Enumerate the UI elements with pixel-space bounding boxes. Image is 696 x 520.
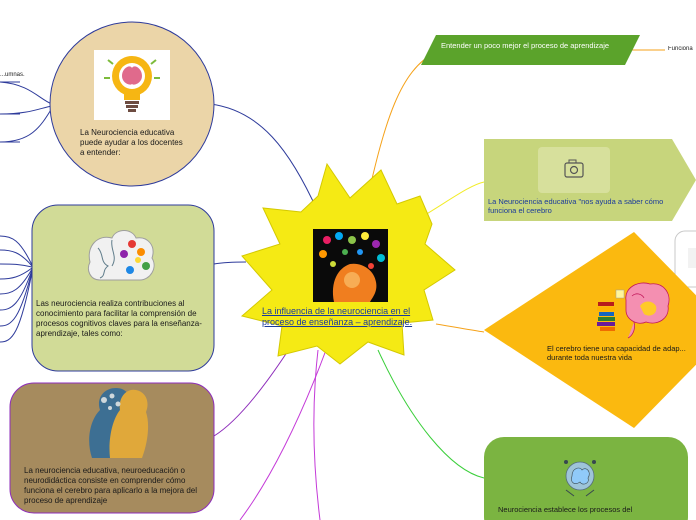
brain-books-icon — [597, 282, 670, 339]
connector-node2-child5 — [0, 268, 33, 295]
brain-tools-icon — [564, 460, 596, 497]
connector-node1-child1 — [0, 81, 53, 105]
connector-central-right3 — [435, 323, 485, 333]
edge-label-umnas: ...umnas. — [0, 72, 25, 78]
white-box-inner — [688, 248, 696, 268]
node-capacidad-cerebro[interactable] — [484, 232, 696, 428]
node-neuroeducacion-text: La neurociencia educativa, neuroeducació… — [24, 466, 197, 505]
connector-node2-child3 — [0, 263, 33, 268]
connector-node2-child2 — [0, 249, 33, 267]
connector-central-bottom2 — [313, 349, 321, 520]
connector-node1-child3 — [0, 107, 53, 143]
node-procesos-text: Neurociencia establece los procesos del — [498, 505, 633, 514]
node-funciona-text: La Neurociencia educativa "nos ayuda a s… — [488, 197, 664, 215]
node-white-box[interactable] — [674, 230, 696, 288]
connector-node2-child6 — [0, 269, 33, 311]
central-title: La influencia de la neurociencia en el p… — [262, 306, 413, 327]
node-entender-proceso[interactable] — [421, 35, 640, 65]
two-heads-icon — [89, 388, 149, 458]
node-docentes-text: La Neurociencia educativa puede ayudar a… — [80, 128, 183, 157]
connector-node2-child4 — [0, 267, 33, 280]
connector-node2-child1 — [0, 235, 33, 266]
colorful-brain-icon — [87, 230, 155, 281]
camera-icon — [538, 147, 610, 193]
connector-node1-child2 — [0, 105, 53, 115]
node-entender-child-text: Funciona — [668, 46, 693, 52]
connector-central-node1 — [209, 103, 319, 213]
node-entender-text: Entender un poco mejor el proceso de apr… — [441, 41, 610, 50]
node-contribuciones[interactable] — [31, 204, 215, 372]
node-capacidad-text: El cerebro tiene una capacidad de adap..… — [547, 344, 686, 362]
connector-central-right2 — [419, 181, 485, 219]
node-contribuciones-text: Las neurociencia realiza contribuciones … — [36, 299, 202, 338]
connector-central-right4 — [377, 349, 485, 479]
connector-central-node2 — [213, 261, 247, 265]
connector-node2-child8 — [0, 271, 33, 343]
central-brain-image — [313, 229, 388, 302]
connector-central-bottom — [239, 349, 327, 520]
connector-node2-child7 — [0, 270, 33, 327]
lightbulb-brain-icon — [94, 50, 170, 120]
